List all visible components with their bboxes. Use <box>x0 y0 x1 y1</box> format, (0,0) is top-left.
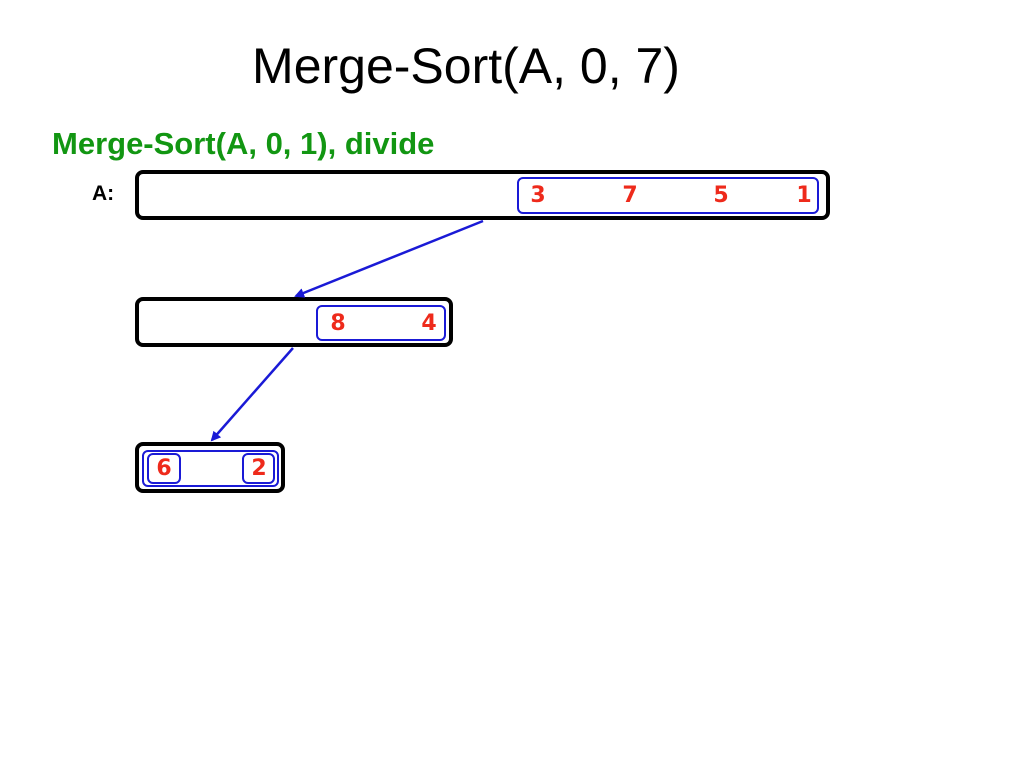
subarray-highlight-level-1 <box>316 305 446 341</box>
level-1-box <box>135 297 453 347</box>
array-value: 4 <box>421 311 437 336</box>
element-cell <box>147 453 181 484</box>
array-value: 1 <box>796 183 812 208</box>
array-value: 8 <box>330 311 346 336</box>
subarray-highlight-level-2 <box>142 450 279 487</box>
array-label: A: <box>92 182 115 205</box>
array-value: 7 <box>622 183 638 208</box>
element-cell <box>242 453 275 484</box>
slide-title: Merge-Sort(A, 0, 7) <box>252 38 680 94</box>
subarray-highlight-level-0 <box>517 177 819 214</box>
array-value: 2 <box>251 456 267 481</box>
step-label: Merge-Sort(A, 0, 1), divide <box>52 126 435 161</box>
array-value: 3 <box>530 183 546 208</box>
array-value: 6 <box>156 456 172 481</box>
array-value: 5 <box>713 183 729 208</box>
divide-arrow <box>210 347 294 442</box>
divide-arrow <box>294 219 484 298</box>
